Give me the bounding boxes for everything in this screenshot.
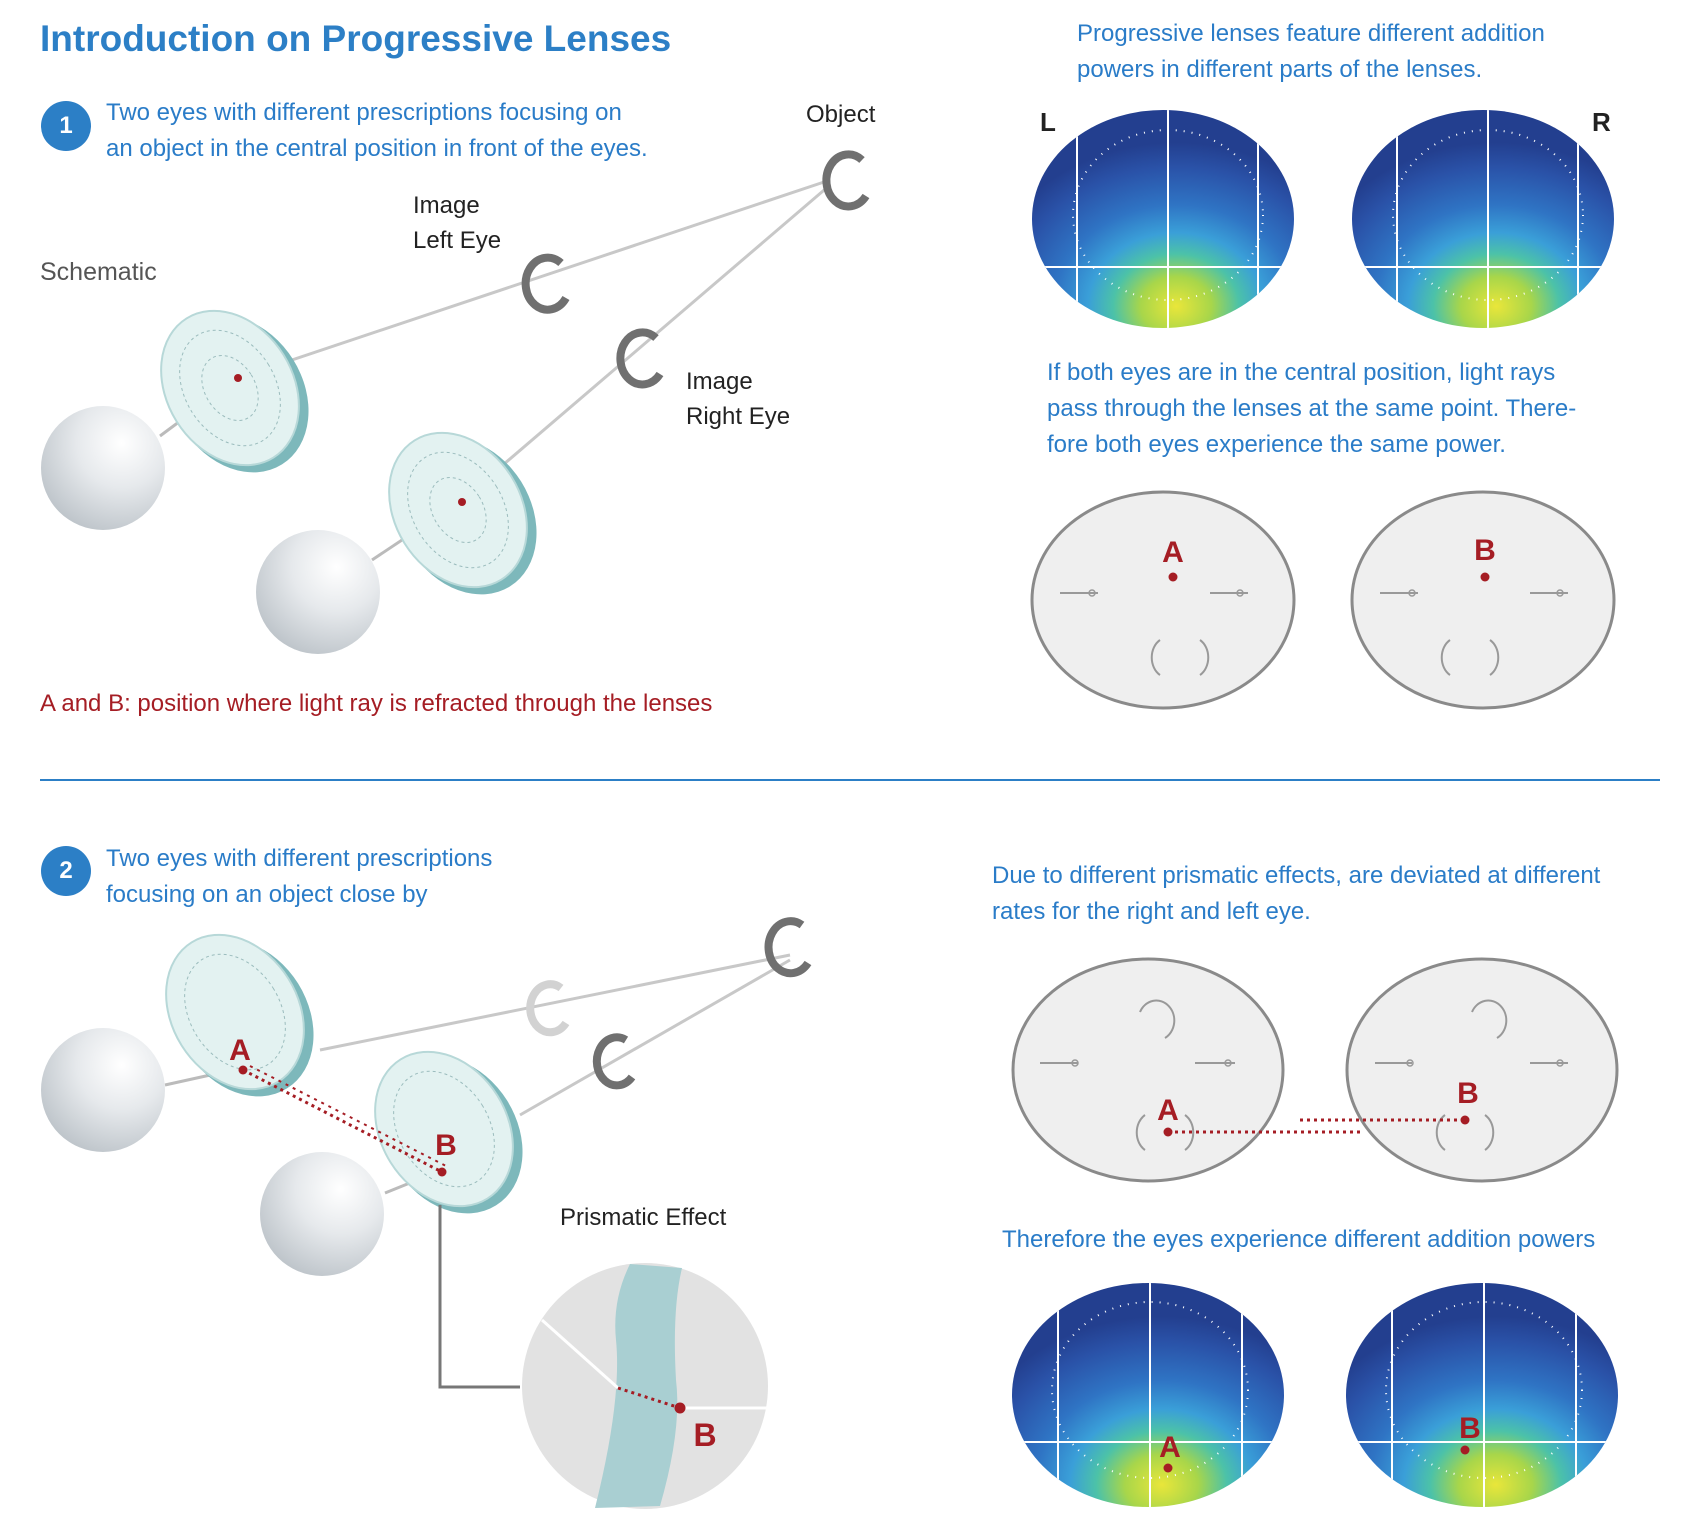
image-right-ring-icon — [616, 328, 664, 389]
prismatic-effect-circle — [522, 1263, 768, 1509]
point-b-label-lens-2: B — [1457, 1077, 1479, 1110]
section1-number-badge: 1 — [41, 101, 91, 151]
schematic-label: Schematic — [40, 258, 157, 286]
lens-right-letter: R — [1592, 107, 1611, 137]
section2-right-text2: Therefore the eyes experience different … — [1002, 1226, 1596, 1253]
point-b-label-schematic: B — [435, 1129, 457, 1162]
heatmap-left-2 — [1012, 1283, 1284, 1507]
right-eyeball-2 — [260, 1152, 384, 1276]
point-a-label-lens-2: A — [1157, 1094, 1179, 1127]
left-lens-2 — [165, 933, 314, 1097]
image-left-ring-icon — [521, 253, 570, 314]
section1-right-text1-line1: Progressive lenses feature different add… — [1077, 20, 1545, 47]
section1-right-text2-line1: If both eyes are in the central position… — [1047, 359, 1556, 386]
section-divider — [40, 779, 1660, 781]
ab-note: A and B: position where light ray is ref… — [40, 690, 713, 717]
lens-left-letter: L — [1040, 107, 1056, 137]
ab-connector-schematic — [242, 1068, 443, 1174]
lens-outline-left-1 — [1030, 490, 1296, 710]
point-a-label-schematic: A — [229, 1034, 251, 1067]
left-eyeball-2 — [41, 1028, 165, 1152]
heatmap-left-1 — [1032, 110, 1294, 328]
image-ring-near-icon — [592, 1033, 636, 1090]
image-right-label-line1: Image — [686, 368, 753, 395]
left-eyeball — [41, 406, 165, 530]
section1-right-text2-line2: pass through the lenses at the same poin… — [1047, 395, 1577, 422]
section1-heading-line1: Two eyes with different prescriptions fo… — [106, 99, 622, 126]
right-lens-2 — [374, 1050, 523, 1214]
point-b-label-1: B — [1474, 534, 1496, 567]
section1-schematic — [41, 150, 870, 654]
image-right-label-line2: Right Eye — [686, 403, 791, 430]
section2-right-text1-line1: Due to different prismatic effects, are … — [992, 862, 1601, 889]
object-ring-near-icon — [764, 917, 812, 978]
heatmap-right-2 — [1346, 1283, 1618, 1507]
prismatic-effect-label: Prismatic Effect — [560, 1204, 727, 1231]
section2-number-badge: 2 — [41, 846, 91, 896]
object-ring-icon — [822, 150, 870, 211]
section2-heading-line2: focusing on an object close by — [106, 881, 428, 908]
image-left-label-line1: Image — [413, 192, 480, 219]
point-a-label-1: A — [1162, 536, 1184, 569]
section1-right-text1-line2: powers in different parts of the lenses. — [1077, 56, 1483, 83]
section2-schematic — [41, 917, 812, 1389]
ray-left-to-object — [237, 178, 831, 380]
image-left-label-line2: Left Eye — [413, 227, 502, 254]
right-lens-1 — [388, 431, 537, 595]
point-b-label-heatmap-2: B — [1459, 1412, 1481, 1445]
lens-outline-left-2 — [1011, 957, 1285, 1183]
section2-heading-line1: Two eyes with different prescriptions — [106, 845, 493, 872]
point-b-label-prismatic: B — [693, 1417, 716, 1453]
heatmap-right-1 — [1352, 110, 1614, 328]
ray-right-to-object — [461, 183, 831, 502]
right-eyeball — [256, 530, 380, 654]
section1-heading-line2: an object in the central position in fro… — [106, 135, 648, 162]
left-lens-1 — [160, 309, 309, 473]
object-label: Object — [806, 101, 876, 128]
lens-outline-right-1 — [1350, 490, 1616, 710]
lens-outline-right-2 — [1345, 957, 1619, 1183]
prismatic-callout-line — [438, 1205, 520, 1389]
page-title: Introduction on Progressive Lenses — [40, 18, 672, 59]
section2-right-text1-line2: rates for the right and left eye. — [992, 898, 1311, 925]
section1-right-text2-line3: fore both eyes experience the same power… — [1047, 431, 1506, 458]
ghost-image-ring-icon — [526, 980, 570, 1037]
point-a-label-heatmap-2: A — [1159, 1431, 1181, 1464]
